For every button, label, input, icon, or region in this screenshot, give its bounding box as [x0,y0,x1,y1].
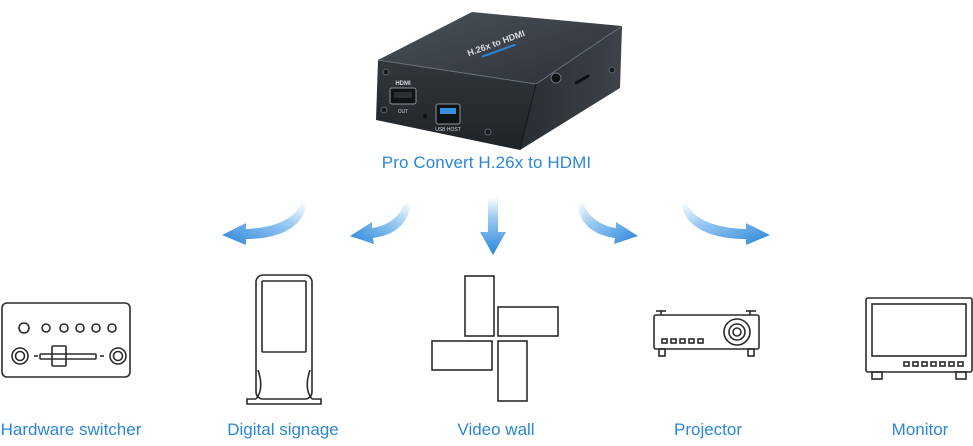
label-video-wall: Video wall [457,420,534,440]
flow-arrows [222,197,770,255]
status-led-icon [423,114,427,118]
hdmi-port-label: HDMI [395,81,411,87]
label-hardware-switcher: Hardware switcher [1,420,142,440]
projector-icon [654,311,759,356]
digital-signage-icon [247,275,321,404]
power-jack-icon [551,73,561,83]
hdmi-port-sub: OUT [398,109,409,115]
arrow-to-hardware-switcher-icon [222,202,306,245]
video-wall-icon [432,276,558,401]
label-monitor: Monitor [892,420,949,440]
monitor-icon [866,298,972,379]
usb-port-icon: USB HOST [435,104,461,133]
device-name: Pro Convert H.26x to HDMI [0,153,973,173]
hardware-switcher-icon [2,303,130,377]
arrow-to-video-wall-icon [480,197,506,255]
usb-port-sub: USB HOST [435,127,461,133]
screw-icon [485,129,491,135]
label-digital-signage: Digital signage [227,420,339,440]
device-box: H.26x to HDMI HDMI OUT USB HOST [376,12,622,150]
arrow-to-monitor-icon [682,202,770,245]
label-projector: Projector [674,420,742,440]
screw-icon [609,67,615,73]
arrow-to-digital-signage-icon [350,202,410,244]
screw-icon [383,69,389,75]
arrow-to-projector-icon [578,202,638,244]
screw-icon [381,107,387,113]
